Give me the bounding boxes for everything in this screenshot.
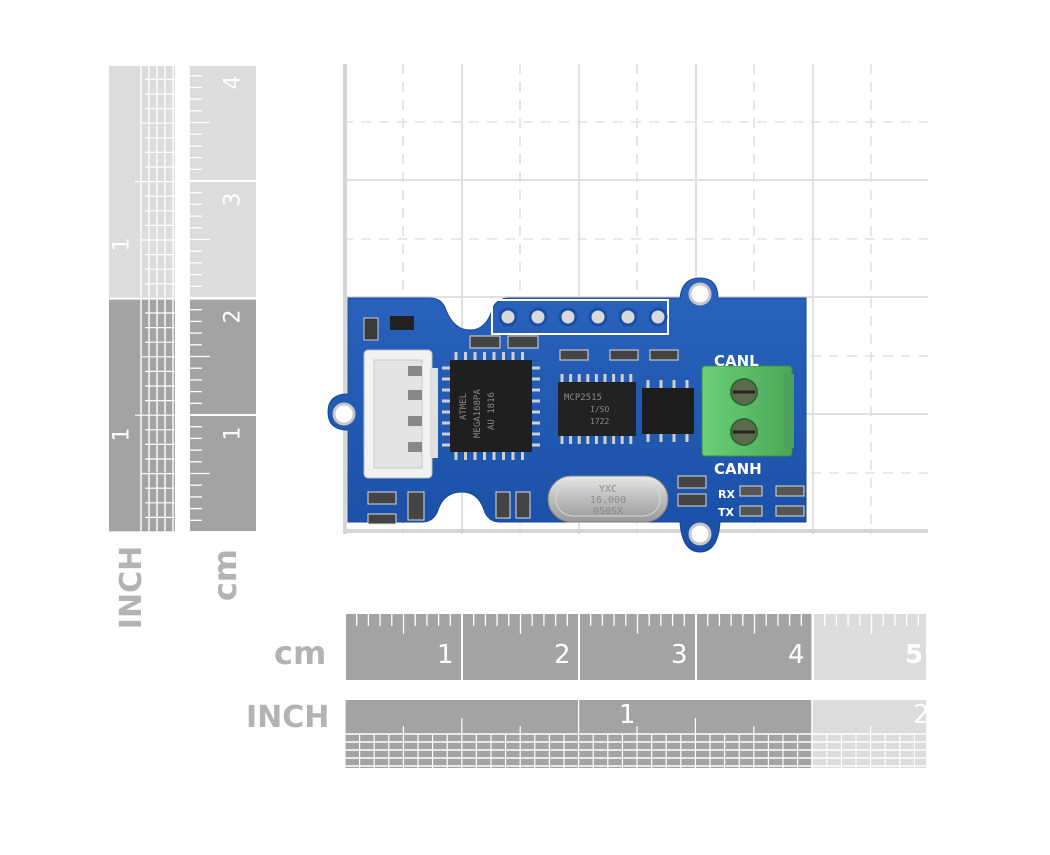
silk-canl: CANL [714, 352, 759, 370]
vertical-cm-number-4: 4 [220, 75, 246, 90]
crystal-oscillator: YXC 16.000 050SX [547, 475, 669, 523]
horizontal-inch-ruler: 1 2 [344, 700, 930, 768]
horizontal-cm-number-4: 4 [788, 640, 805, 670]
horizontal-cm-label: cm [274, 634, 327, 672]
header-pin-outline [491, 299, 669, 335]
vertical-inch-number-bottom: 1 [109, 427, 135, 442]
vertical-cm-number-3: 3 [220, 192, 246, 207]
vertical-inch-number-top: 1 [109, 237, 135, 252]
smd-components [363, 316, 805, 525]
can-transceiver-chip [642, 380, 694, 442]
horizontal-cm-number-2: 2 [554, 640, 571, 670]
horizontal-inch-ruler-graphic [344, 700, 926, 768]
silk-tx: TX [718, 506, 735, 519]
header-pads [498, 307, 668, 327]
vertical-inch-label: INCH [114, 545, 150, 630]
vertical-cm-label: cm [206, 548, 245, 602]
horizontal-inch-label: INCH [246, 700, 330, 735]
vertical-inch-ruler-graphic [109, 66, 175, 533]
crystal-marking-1: YXC [599, 484, 617, 495]
mcu-chip: ATMEL MEGA168PA AU 1816 [442, 352, 540, 460]
mcu-marking-1: ATMEL [459, 393, 469, 420]
vertical-cm-number-2: 2 [220, 309, 246, 324]
horizontal-cm-number-5: 5 [905, 640, 924, 670]
horizontal-inch-number-1: 1 [619, 700, 636, 730]
can-bus-module-board: ATMEL MEGA168PA AU 1816 MCP2515 I/SO 172… [327, 277, 807, 553]
vertical-cm-ruler: 4 3 2 1 [190, 66, 256, 533]
screw-terminal-block [701, 365, 794, 457]
vertical-cm-number-1: 1 [220, 426, 246, 441]
mcp-marking-3: 1722 [590, 417, 609, 426]
mounting-hole [332, 402, 356, 426]
mcu-marking-3: AU 1816 [487, 392, 497, 430]
horizontal-cm-ruler: 1 2 3 4 5 [344, 614, 926, 680]
horizontal-inch-number-2: 2 [913, 700, 930, 730]
silk-canh: CANH [714, 460, 762, 478]
crystal-marking-2: 16.000 [590, 495, 626, 506]
horizontal-cm-ruler-graphic [344, 614, 926, 680]
horizontal-cm-number-3: 3 [671, 640, 688, 670]
grove-connector [363, 349, 438, 479]
mounting-hole [688, 522, 712, 546]
mcp-marking-1: MCP2515 [564, 393, 602, 403]
silk-rx: RX [718, 488, 735, 501]
can-controller-chip: MCP2515 I/SO 1722 [558, 374, 636, 444]
vertical-inch-ruler: 1 1 [109, 66, 175, 533]
mounting-hole [688, 282, 712, 306]
vertical-cm-ruler-graphic [190, 66, 256, 533]
mcu-marking-2: MEGA168PA [473, 389, 483, 438]
crystal-marking-3: 050SX [593, 506, 623, 517]
mcp-marking-2: I/SO [590, 405, 609, 414]
horizontal-cm-number-1: 1 [437, 640, 454, 670]
